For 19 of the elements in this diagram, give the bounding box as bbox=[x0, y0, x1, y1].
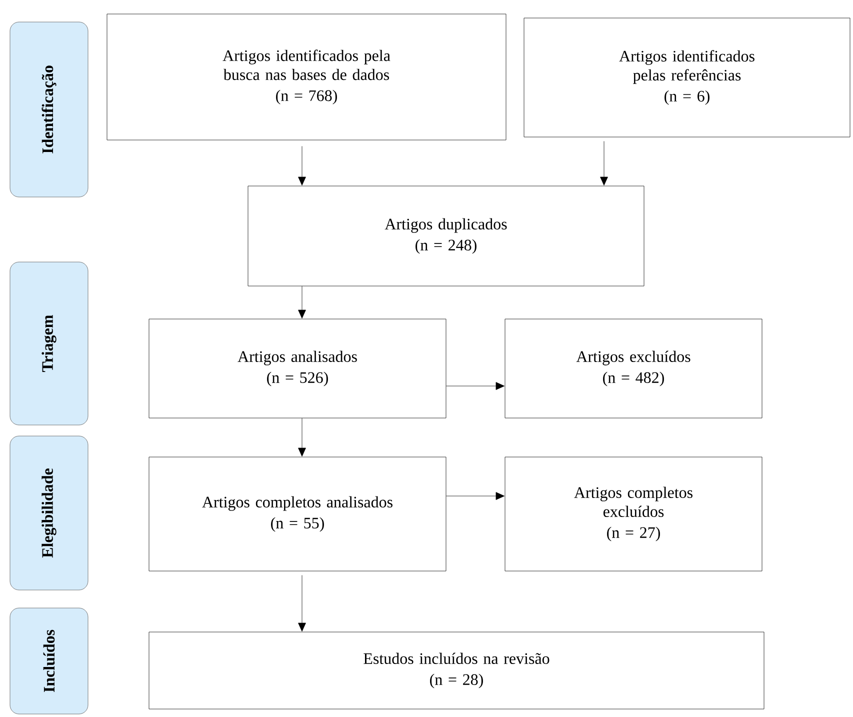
stage-label: Identificação bbox=[10, 22, 88, 198]
process-box: Artigos completos excluídos (n = 27) bbox=[504, 456, 762, 572]
process-box: Artigos completos analisados (n = 55) bbox=[148, 456, 446, 572]
arrow bbox=[446, 382, 505, 390]
process-box: Artigos identificados pelas referências (n = 6) bbox=[524, 18, 850, 138]
arrow bbox=[446, 492, 505, 500]
stage-label: Elegibilidade bbox=[10, 436, 88, 590]
process-box: Artigos duplicados (n = 248) bbox=[248, 186, 644, 286]
stage-label: Incluídos bbox=[10, 608, 88, 714]
arrow bbox=[298, 286, 306, 318]
process-box: Artigos analisados (n = 526) bbox=[148, 318, 446, 418]
arrow bbox=[298, 146, 306, 186]
process-box: Artigos identificados pela busca nas bases de dados (n = 768) bbox=[106, 14, 506, 140]
stage-label: Triagem bbox=[10, 262, 88, 426]
process-box: Estudos incluídos na revisão (n = 28) bbox=[148, 632, 764, 710]
arrow bbox=[600, 141, 608, 186]
arrow bbox=[298, 418, 306, 457]
process-box: Artigos excluídos (n = 482) bbox=[504, 318, 762, 418]
arrow bbox=[298, 575, 306, 632]
